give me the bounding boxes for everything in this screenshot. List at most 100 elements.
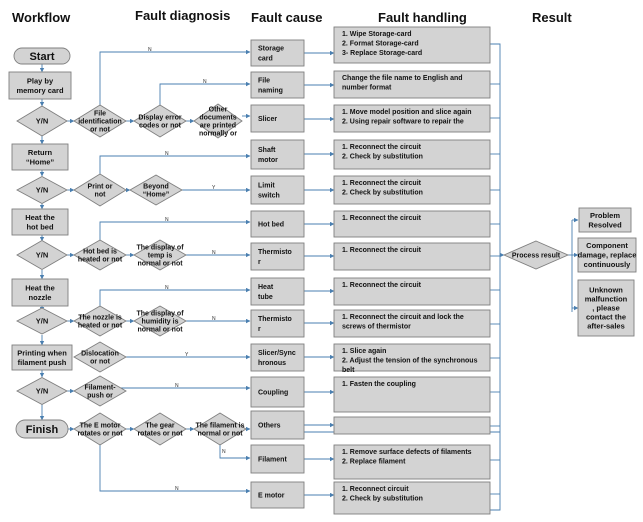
handling-step: belt: [342, 367, 355, 374]
node-text-line: Beyond: [143, 184, 169, 191]
diag-hot-bed-heated-shape: [73, 239, 127, 271]
node-text-line: motor: [258, 157, 278, 164]
header-result: Result: [532, 10, 572, 25]
node-text-line: Hot bed is: [83, 249, 117, 256]
node-text-line: File: [258, 78, 270, 85]
node-text-line: or not: [90, 359, 110, 366]
header-fault-diagnosis: Fault diagnosis: [135, 8, 230, 23]
handling-step: 2. Check by substitution: [342, 190, 423, 197]
handling-6-shape: [333, 210, 491, 238]
handling-8: 1. Reconnect the circuit: [333, 277, 491, 306]
node-text-line: Heat: [258, 284, 274, 291]
node-text-line: Coupling: [258, 390, 288, 397]
start-terminal: Start: [13, 47, 71, 65]
node-text-line: The gear: [145, 423, 174, 430]
node-text-line: normally or: [199, 131, 237, 138]
link-label-n: N: [222, 449, 226, 455]
yn-decision-2-shape: [16, 175, 68, 205]
result-component-damage-shape: [577, 237, 637, 273]
handling-step: 3- Replace Storage-card: [342, 50, 422, 57]
cause-e-motor-shape: [250, 481, 305, 509]
start-terminal-label: Start: [29, 51, 54, 63]
handling-step: 1. Wipe Storage-card: [342, 31, 412, 38]
node-text-line: push or: [87, 393, 113, 400]
node-text-line: rotates or not: [77, 431, 123, 438]
handling-step: Change the file name to English and: [342, 75, 463, 82]
handling-7: 1. Reconnect the circuit: [333, 242, 491, 271]
node-text-line: Heat the: [25, 213, 55, 222]
yn-decision-1-shape: [16, 105, 68, 137]
node-text-line: filament push: [18, 358, 67, 367]
node-text-line: “Home”: [26, 157, 55, 166]
yn-decision-1: Y/N: [16, 105, 68, 137]
handling-5: 1. Reconnect the circuit 2. Check by subs…: [333, 175, 491, 205]
node-text-line: The E motor: [80, 423, 121, 430]
finish-terminal-label: Finish: [26, 424, 59, 436]
node-text-line: not: [95, 192, 107, 199]
diag-filament-push-shape: [73, 375, 127, 407]
handling-4-shape: [333, 139, 491, 170]
cause-shaft-motor-shape: [250, 139, 305, 170]
handling-step: 1. Remove surface defects of filaments: [342, 449, 472, 456]
diag-nozzle-heated-shape: [73, 305, 127, 337]
connector-lines: [39, 43, 579, 511]
diag-display-temp-shape: [133, 239, 187, 271]
handling-step: 1. Reconnect the circuit: [342, 180, 422, 187]
handling-step: 1. Reconnect the circuit: [342, 282, 422, 289]
node-text-line: Hot bed: [258, 222, 284, 229]
handling-step: 1. Reconnect the circuit: [342, 144, 422, 151]
node-text-line: nozzle: [29, 293, 52, 302]
node-text-line: Thermisto: [258, 316, 292, 323]
handling-step: 2. Adjust the tension of the synchronous: [342, 358, 478, 365]
node-text-line: Printing when: [17, 348, 67, 357]
node-text-line: normal or not: [197, 431, 243, 438]
node-text-line: Thermisto: [258, 249, 292, 256]
yn-decision-5-shape: [16, 376, 68, 406]
link-label-n: N: [165, 151, 169, 157]
handling-9-shape: [333, 309, 491, 338]
node-text-line: Dislocation: [81, 351, 119, 358]
node-text-line: The display of: [136, 245, 184, 252]
handling-step: 1. Reconnect circuit: [342, 486, 409, 493]
diag-file-identification-shape: [73, 104, 127, 138]
node-text-line: Play by: [27, 76, 54, 85]
link-label-n: N: [212, 250, 216, 256]
handling-11-shape: [333, 376, 491, 413]
cause-others-shape: [250, 410, 305, 440]
node-text-line: memory card: [16, 86, 64, 95]
node-text-line: continuously: [584, 260, 631, 269]
yn-decision-3-shape: [16, 239, 68, 271]
node-text-line: Resolved: [588, 220, 622, 229]
cause-storage-card-shape: [250, 39, 305, 67]
handling-step: 1. Move model position and slice again: [342, 109, 472, 116]
cause-others: Others: [250, 410, 305, 440]
node-text-line: Storage: [258, 46, 284, 53]
node-text-line: , please: [592, 304, 620, 313]
return-home-shape: [11, 143, 69, 171]
node-text-line: heated or not: [78, 323, 123, 330]
handling-12: [333, 416, 491, 435]
node-text-line: Heat the: [25, 283, 55, 292]
diag-filament-normal-shape: [193, 412, 247, 446]
node-text-line: Y/N: [36, 186, 49, 195]
cause-slicer: Slicer: [250, 104, 305, 133]
handling-step: 1. Reconnect the circuit: [342, 215, 422, 222]
